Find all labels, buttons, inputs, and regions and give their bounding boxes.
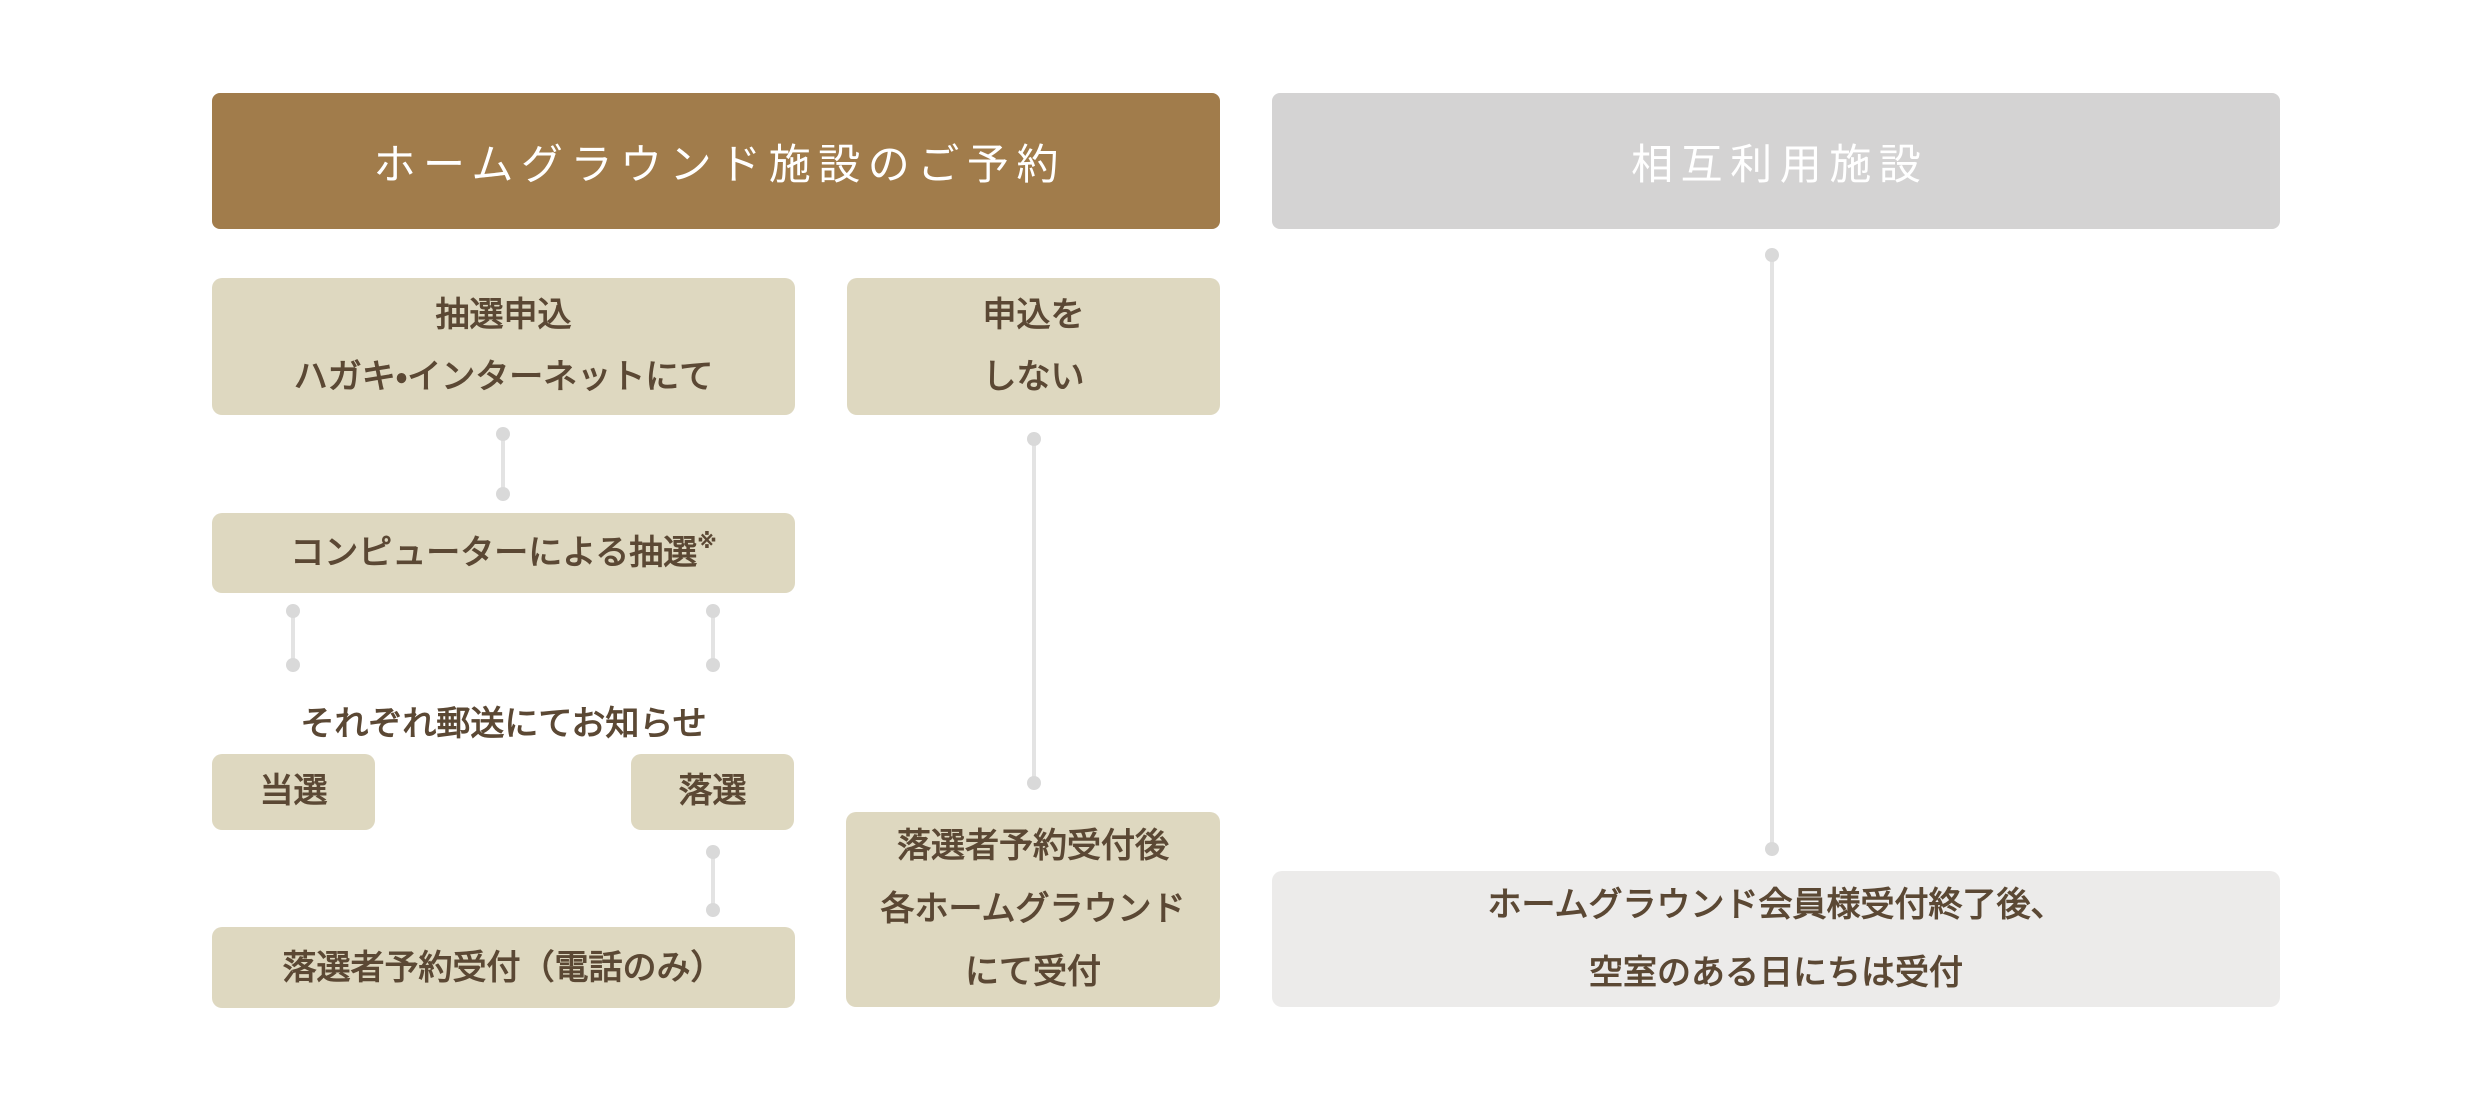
mutual-reception-line1: ホームグラウンド会員様受付終了後、	[1487, 885, 2065, 925]
connector-dot-icon	[496, 427, 510, 441]
lottery-application-line2: ハガキ・インターネットにて	[293, 356, 714, 397]
connector-mutual-header-to-reception	[1765, 248, 1779, 856]
loser-reception-after-line3: にて受付	[965, 951, 1101, 992]
connector-line	[1032, 438, 1036, 784]
connector-line	[291, 610, 295, 666]
connector-lost-to-phone-reception	[706, 845, 720, 917]
lost-label: 落選	[678, 771, 747, 812]
loser-reception-phone-label: 落選者予約受付（電話のみ）	[282, 947, 725, 988]
mutual-use-header: 相互利用施設	[1272, 93, 2280, 229]
connector-line	[501, 433, 505, 495]
mutual-reception-line2: 空室のある日にちは受付	[1589, 953, 1963, 993]
loser-reception-after-line1: 落選者予約受付後	[897, 826, 1169, 867]
won-label: 当選	[259, 771, 328, 812]
connector-line	[711, 851, 715, 911]
connector-computer-to-won	[286, 604, 300, 672]
connector-dot-icon	[706, 658, 720, 672]
no-application-box: 申込を しない	[847, 278, 1220, 415]
connector-dot-icon	[706, 845, 720, 859]
connector-no-application-to-after	[1027, 432, 1041, 790]
lottery-application-box: 抽選申込 ハガキ・インターネットにて	[212, 278, 795, 415]
connector-line	[1770, 254, 1774, 850]
lottery-application-line1: 抽選申込	[435, 295, 572, 336]
connector-lottery-to-computer	[496, 427, 510, 501]
connector-line	[711, 610, 715, 666]
connector-dot-icon	[1765, 842, 1779, 856]
connector-dot-icon	[286, 604, 300, 618]
lost-box: 落選	[631, 754, 794, 830]
connector-dot-icon	[706, 604, 720, 618]
loser-reception-after-box: 落選者予約受付後 各ホームグラウンド にて受付	[846, 812, 1220, 1007]
loser-reception-after-line2: 各ホームグラウンド	[880, 889, 1186, 930]
connector-dot-icon	[286, 658, 300, 672]
no-application-line2: しない	[982, 356, 1085, 397]
mail-notice-text: それぞれ郵送にてお知らせ	[300, 704, 707, 744]
connector-dot-icon	[496, 487, 510, 501]
mutual-reception-box: ホームグラウンド会員様受付終了後、 空室のある日にちは受付	[1272, 871, 2280, 1007]
won-box: 当選	[212, 754, 375, 830]
connector-dot-icon	[1027, 776, 1041, 790]
connector-dot-icon	[706, 903, 720, 917]
connector-dot-icon	[1027, 432, 1041, 446]
connector-computer-to-lost	[706, 604, 720, 672]
connector-dot-icon	[1765, 248, 1779, 262]
home-ground-header: ホームグラウンド施設のご予約	[212, 93, 1220, 229]
note-asterisk-mark: ※	[697, 529, 717, 553]
computer-lottery-box: コンピューターによる抽選※	[212, 513, 795, 593]
computer-lottery-label: コンピューターによる抽選	[290, 533, 698, 573]
no-application-line1: 申込を	[982, 295, 1085, 336]
loser-reception-phone-box: 落選者予約受付（電話のみ）	[212, 927, 795, 1008]
